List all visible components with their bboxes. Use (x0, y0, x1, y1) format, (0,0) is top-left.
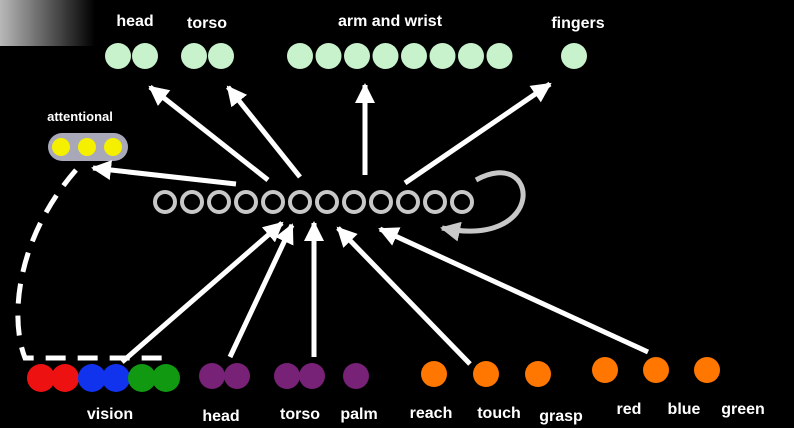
output-arm-node (401, 43, 427, 69)
red-input-node (592, 357, 618, 383)
arrow-from-head (230, 225, 292, 357)
torso-input-node (299, 363, 325, 389)
output-arm-node (373, 43, 399, 69)
recurrent-arrow (442, 173, 523, 231)
output-torso-node (208, 43, 234, 69)
hidden-node (209, 192, 229, 212)
head-input-group (199, 363, 250, 389)
attentional-node (52, 138, 70, 156)
arrow-from-colors (380, 229, 648, 352)
hidden-node (236, 192, 256, 212)
output-arm-node (287, 43, 313, 69)
red-label: red (617, 401, 642, 418)
touch-label: touch (477, 405, 521, 422)
torso-input-label: torso (280, 406, 320, 423)
vision-input-group (27, 364, 180, 392)
head-input-label: head (202, 408, 239, 425)
arrow-to-attentional (93, 168, 236, 184)
palm-input-node (343, 363, 369, 389)
output-head-node (105, 43, 131, 69)
grasp-label: grasp (539, 408, 583, 425)
attentional-label: attentional (47, 109, 113, 124)
hidden-node (425, 192, 445, 212)
vision-red-node (51, 364, 79, 392)
blue-label: blue (668, 401, 701, 418)
hidden-layer (155, 192, 472, 212)
photo-remnant (0, 0, 95, 46)
output-head-label: head (116, 13, 153, 30)
hidden-node (155, 192, 175, 212)
vision-red-node (27, 364, 55, 392)
arrow-to-fingers (405, 84, 550, 183)
hidden-node (182, 192, 202, 212)
output-arm-group (287, 43, 513, 69)
output-arrows (93, 84, 550, 184)
vision-label: vision (87, 406, 133, 423)
vision-blue-node (102, 364, 130, 392)
hidden-node (290, 192, 310, 212)
output-arm-node (487, 43, 513, 69)
grasp-input-node (525, 361, 551, 387)
output-arm-label: arm and wrist (338, 13, 443, 30)
vision-green-node (128, 364, 156, 392)
touch-input-node (473, 361, 499, 387)
input-arrows (122, 223, 648, 364)
output-arm-node (316, 43, 342, 69)
attentional-dashed-link (18, 170, 170, 358)
attentional-node (78, 138, 96, 156)
output-head-node (132, 43, 158, 69)
torso-input-node (274, 363, 300, 389)
hidden-node (317, 192, 337, 212)
output-torso-node (181, 43, 207, 69)
output-arm-node (344, 43, 370, 69)
head-input-node (199, 363, 225, 389)
output-torso-group (181, 43, 234, 69)
reach-label: reach (410, 405, 453, 422)
palm-label: palm (340, 406, 377, 423)
arrow-from-touch (338, 228, 470, 364)
output-fingers-group (561, 43, 587, 69)
attentional-node (104, 138, 122, 156)
torso-input-group (274, 363, 325, 389)
output-arm-node (430, 43, 456, 69)
output-arm-node (458, 43, 484, 69)
vision-green-node (152, 364, 180, 392)
vision-blue-node (78, 364, 106, 392)
hidden-node (263, 192, 283, 212)
head-input-node (224, 363, 250, 389)
output-torso-label: torso (187, 15, 227, 32)
hidden-node (371, 192, 391, 212)
arrow-to-head (150, 87, 268, 180)
attentional-group (48, 133, 128, 161)
green-input-node (694, 357, 720, 383)
blue-input-node (643, 357, 669, 383)
green-label: green (721, 401, 765, 418)
output-fingers-node (561, 43, 587, 69)
reach-input-node (421, 361, 447, 387)
output-head-group (105, 43, 158, 69)
output-fingers-label: fingers (551, 15, 604, 32)
hidden-node (398, 192, 418, 212)
arrow-to-torso (228, 87, 300, 177)
hidden-node (344, 192, 364, 212)
hidden-node (452, 192, 472, 212)
